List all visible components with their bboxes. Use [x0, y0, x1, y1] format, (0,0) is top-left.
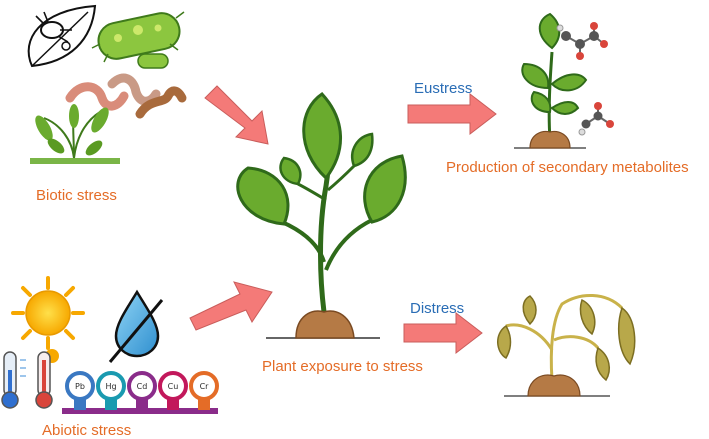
- metal-badge-cd: [127, 371, 157, 401]
- worms-icon: [65, 73, 187, 119]
- insect-leaf-icon: [27, 4, 97, 68]
- metal-badge-cu: [158, 371, 188, 401]
- thermometer-hot-icon: [35, 349, 59, 409]
- distress-label: Distress: [410, 300, 465, 317]
- heavy-metals-strip: Pb Hg Cd Cu Cr: [62, 371, 219, 414]
- biotic-stress-label: Biotic stress: [36, 187, 117, 204]
- sun-icon: [11, 276, 85, 350]
- weed-icon: [30, 104, 120, 164]
- healthy-plant: [514, 12, 588, 149]
- arrow-biotic-to-plant: [204, 85, 269, 145]
- metal-symbol: Pb: [75, 382, 85, 391]
- metal-symbol: Hg: [105, 382, 116, 391]
- metal-badge-cr: [189, 371, 219, 401]
- metal-badge-hg: [96, 371, 126, 401]
- arrow-distress: [403, 311, 483, 355]
- metal-badge-pb: [65, 371, 95, 401]
- wilted-plant: [497, 293, 636, 397]
- arrow-abiotic-to-plant: [189, 281, 273, 331]
- soil-mound: [266, 310, 380, 339]
- water-drop-icon: [108, 289, 164, 363]
- eustress-label: Eustress: [414, 80, 473, 97]
- molecule-icon: [578, 102, 614, 136]
- bacteria-icon: [91, 11, 185, 69]
- central-plant: [236, 92, 407, 313]
- abiotic-stress-label: Abiotic stress: [42, 422, 132, 439]
- metal-symbol: Cd: [137, 382, 148, 391]
- exposure-label: Plant exposure to stress: [262, 358, 423, 375]
- secondary-metabolites-label: Production of secondary metabolites: [446, 159, 689, 176]
- thermometer-cold-icon: [1, 351, 26, 409]
- metal-symbol: Cr: [200, 382, 210, 391]
- metal-symbol: Cu: [168, 382, 179, 391]
- molecule-icon: [556, 22, 608, 60]
- arrow-eustress: [407, 92, 497, 136]
